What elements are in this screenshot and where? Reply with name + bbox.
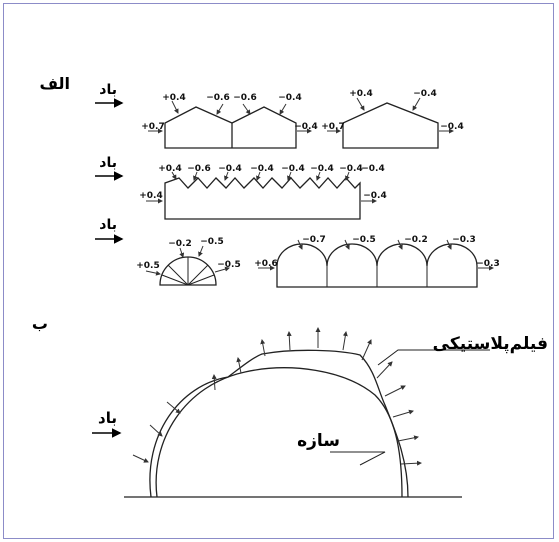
coef-label: −0.4 [413, 89, 436, 99]
film-leader [377, 349, 490, 366]
coef-label: −0.6 [187, 164, 210, 174]
svg-text:باد: باد [99, 155, 117, 171]
coef-label: −0.4 [250, 164, 273, 174]
structure-label: سازه [297, 431, 340, 451]
coef-label: +0.7 [141, 122, 164, 132]
wind-indicator-row2: باد [95, 155, 124, 181]
coef-label: +0.4 [349, 89, 372, 99]
coef-label: −0.5 [352, 235, 375, 245]
plastic-film [149, 349, 409, 498]
coef-label: +0.4 [158, 164, 181, 174]
section-b-label: ب [32, 314, 48, 333]
coef-label: −0.4 [294, 122, 317, 132]
coef-label: −0.4 [278, 93, 301, 103]
structure-leader [330, 451, 386, 466]
pressure-arrows [132, 327, 422, 466]
coef-label: −0.4 [218, 164, 241, 174]
coef-label: −0.7 [302, 235, 325, 245]
coef-label: −0.5 [200, 237, 223, 247]
coef-label: −0.5 [217, 260, 240, 270]
figure-frame [3, 3, 554, 539]
double-gable-greenhouse: +0.4 −0.6 −0.6 −0.4 +0.7 −0.4 [141, 93, 318, 149]
plastic-film-label: فیلم‌پلاستیکی [433, 334, 548, 354]
wind-label: باد [99, 82, 117, 98]
coef-label: −0.4 [339, 164, 362, 174]
coef-label: +0.7 [321, 122, 344, 132]
coef-label: −0.4 [363, 191, 386, 201]
coef-label: +0.4 [162, 93, 185, 103]
coef-label: +0.6 [254, 259, 277, 269]
wind-indicator-row1: باد [95, 82, 124, 108]
svg-text:باد: باد [99, 217, 117, 233]
coef-label: −0.4 [440, 122, 463, 132]
section-a-label: الف [39, 74, 70, 93]
structure-frame [155, 367, 403, 498]
single-gable-greenhouse: +0.4 −0.4 +0.7 −0.4 [321, 89, 464, 149]
multi-arch-greenhouse: −0.7 −0.5 −0.2 −0.3 +0.6 −0.3 [254, 235, 500, 288]
semicircle-dome: −0.2 −0.5 +0.5 −0.5 [136, 237, 241, 286]
sawtooth-greenhouse: +0.4 −0.6 −0.4 −0.4 −0.4 −0.4 −0.4 −0.4 … [139, 164, 387, 220]
wind-indicator-row3: باد [95, 217, 124, 244]
coef-label: −0.4 [361, 164, 384, 174]
coef-label: +0.5 [136, 261, 159, 271]
coef-label: −0.2 [404, 235, 427, 245]
coef-label: −0.6 [233, 93, 256, 103]
coef-label: −0.3 [476, 259, 499, 269]
wind-indicator-b: باد [92, 409, 122, 438]
coef-label: −0.2 [168, 239, 191, 249]
coef-label: −0.4 [310, 164, 333, 174]
coef-label: −0.4 [281, 164, 304, 174]
svg-text:باد: باد [98, 409, 117, 427]
coef-label: +0.4 [139, 191, 162, 201]
coef-label: −0.3 [452, 235, 475, 245]
coef-label: −0.6 [206, 93, 229, 103]
